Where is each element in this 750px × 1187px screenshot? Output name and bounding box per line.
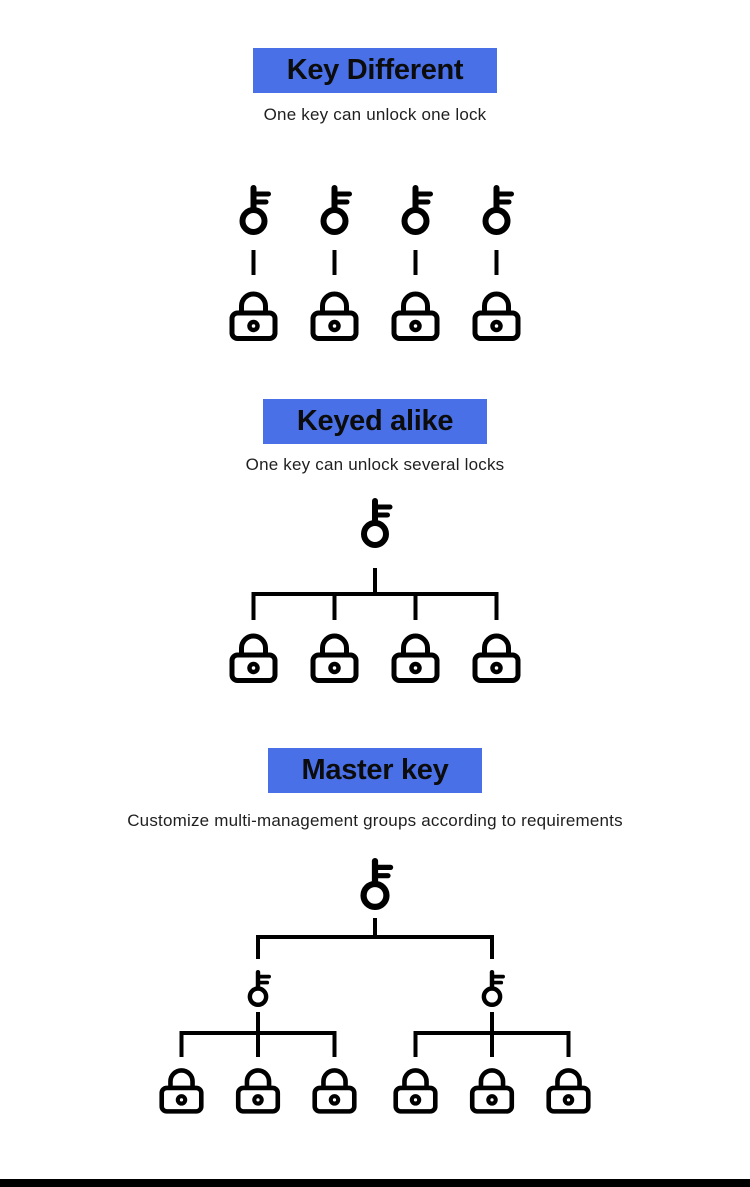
banner-row: Key Different: [0, 48, 750, 93]
lock-icon: [391, 291, 440, 341]
key-icon: [401, 185, 433, 235]
section-subtitle: One key can unlock one lock: [263, 105, 487, 124]
key-icon: [239, 185, 271, 235]
section-title: Keyed alike: [296, 405, 454, 437]
lock-icon: [229, 291, 278, 341]
lock-icon: [229, 633, 278, 683]
section-title: Key Different: [286, 54, 464, 86]
banner-row: Master key: [0, 748, 750, 793]
lock-icon: [310, 633, 359, 683]
section-title: Master key: [301, 754, 449, 786]
connector-line: [256, 935, 494, 959]
lock-icon: [546, 1068, 591, 1114]
key-different-diagram: [229, 185, 521, 341]
section-subtitle: Customize multi-management groups accord…: [127, 811, 623, 830]
lock-icon: [391, 633, 440, 683]
banner-row: Keyed alike: [0, 399, 750, 444]
key-icon: [482, 185, 514, 235]
lock-icon: [472, 633, 521, 683]
lock-icon: [235, 1068, 281, 1114]
keyed-alike-banner: Keyed alike: [262, 399, 488, 444]
footer-bar: [0, 1179, 750, 1187]
lock-icon: [472, 291, 521, 341]
lock-icon: [393, 1068, 438, 1114]
keyed-alike-diagram: [229, 498, 521, 683]
connector-line: [251, 592, 499, 620]
section-subtitle: One key can unlock several locks: [245, 455, 505, 474]
master-key-banner: Master key: [267, 748, 483, 793]
lock-icon: [312, 1068, 357, 1114]
key-icon: [361, 498, 393, 548]
key-icon: [481, 970, 505, 1008]
lock-icon: [469, 1068, 515, 1114]
key-icon: [247, 970, 271, 1008]
key-different-banner: Key Different: [252, 48, 498, 93]
lock-icon: [159, 1068, 204, 1114]
master-key-diagram: [159, 858, 591, 1114]
key-icon: [320, 185, 352, 235]
lock-icon: [310, 291, 359, 341]
key-icon: [360, 858, 394, 910]
